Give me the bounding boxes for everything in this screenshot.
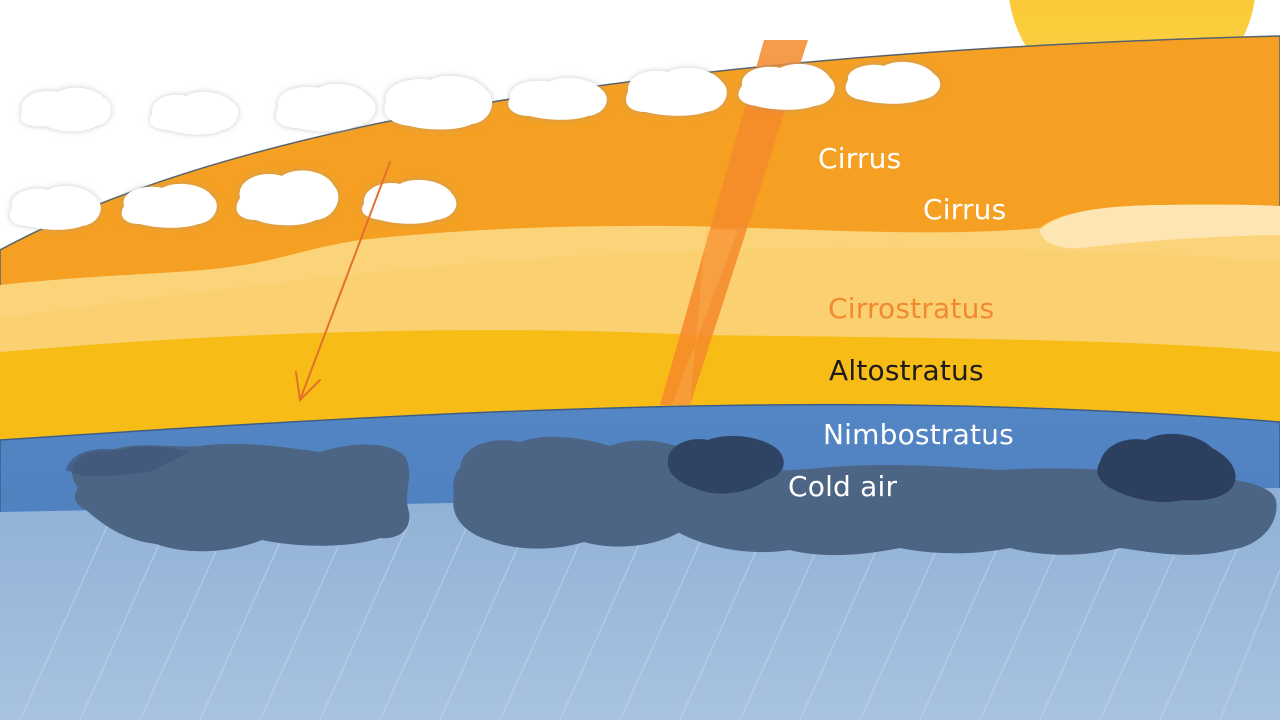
front-band [660,40,808,405]
nimbostratus-clouds [66,433,1277,556]
label-altostratus: Altostratus [829,354,984,387]
label-cirrus-lower: Cirrus [923,193,1007,226]
dark-cloud-right [1097,433,1236,503]
label-cirrus-upper: Cirrus [818,142,902,175]
descent-arrow [295,161,391,403]
rain-streaks [19,519,1280,720]
label-cirrostratus: Cirrostratus [828,292,995,325]
label-nimbostratus: Nimbostratus [823,418,1014,451]
rain-cloud-left-dark [66,446,190,477]
dark-cloud-center [667,435,784,494]
label-cold-air: Cold air [788,470,898,503]
cirrus-clouds [9,61,941,230]
rain-cloud-left [71,443,410,552]
cirrostratus-highlight [1040,204,1280,249]
